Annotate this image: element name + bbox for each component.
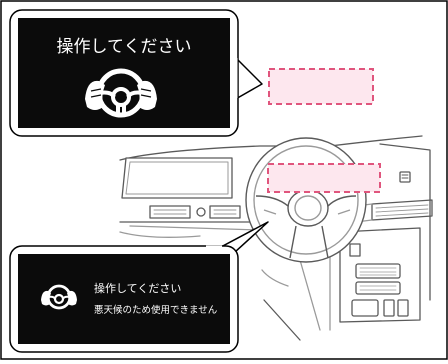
hands-on-wheel-icon — [85, 68, 157, 118]
dash-top-edge — [119, 135, 423, 161]
bottom-callout: 操作してください 悪天候のため使用できません — [9, 221, 269, 353]
top-display-message: 操作してください — [57, 37, 192, 57]
steering-wheel — [245, 137, 367, 263]
hud-highlight-box — [268, 68, 374, 105]
hud-projection-area — [267, 163, 381, 193]
bottom-display-screen — [18, 254, 230, 344]
center-display — [121, 157, 233, 199]
top-callout: 操作してください — [9, 9, 263, 137]
steering-wheel-icon — [41, 284, 77, 310]
bottom-display-line1: 操作してください — [94, 281, 181, 295]
bottom-display-line2: 悪天候のため使用できません — [94, 304, 217, 316]
